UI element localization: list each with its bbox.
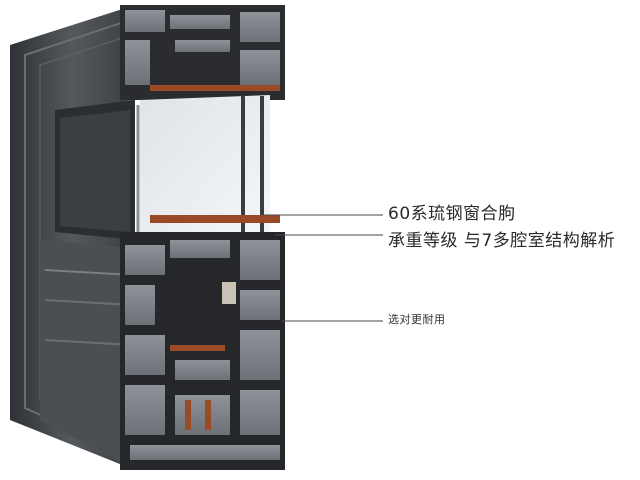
callout-subtitle: 承重等级 与7多腔室结构解析 bbox=[388, 231, 616, 251]
lower-sash-face bbox=[40, 240, 135, 470]
callout-title: 60系琉钢窗合朐 bbox=[388, 204, 516, 224]
glass-unit bbox=[140, 95, 270, 232]
glass-pane-back bbox=[60, 110, 130, 232]
callout-note: 选对更耐用 bbox=[388, 313, 446, 326]
